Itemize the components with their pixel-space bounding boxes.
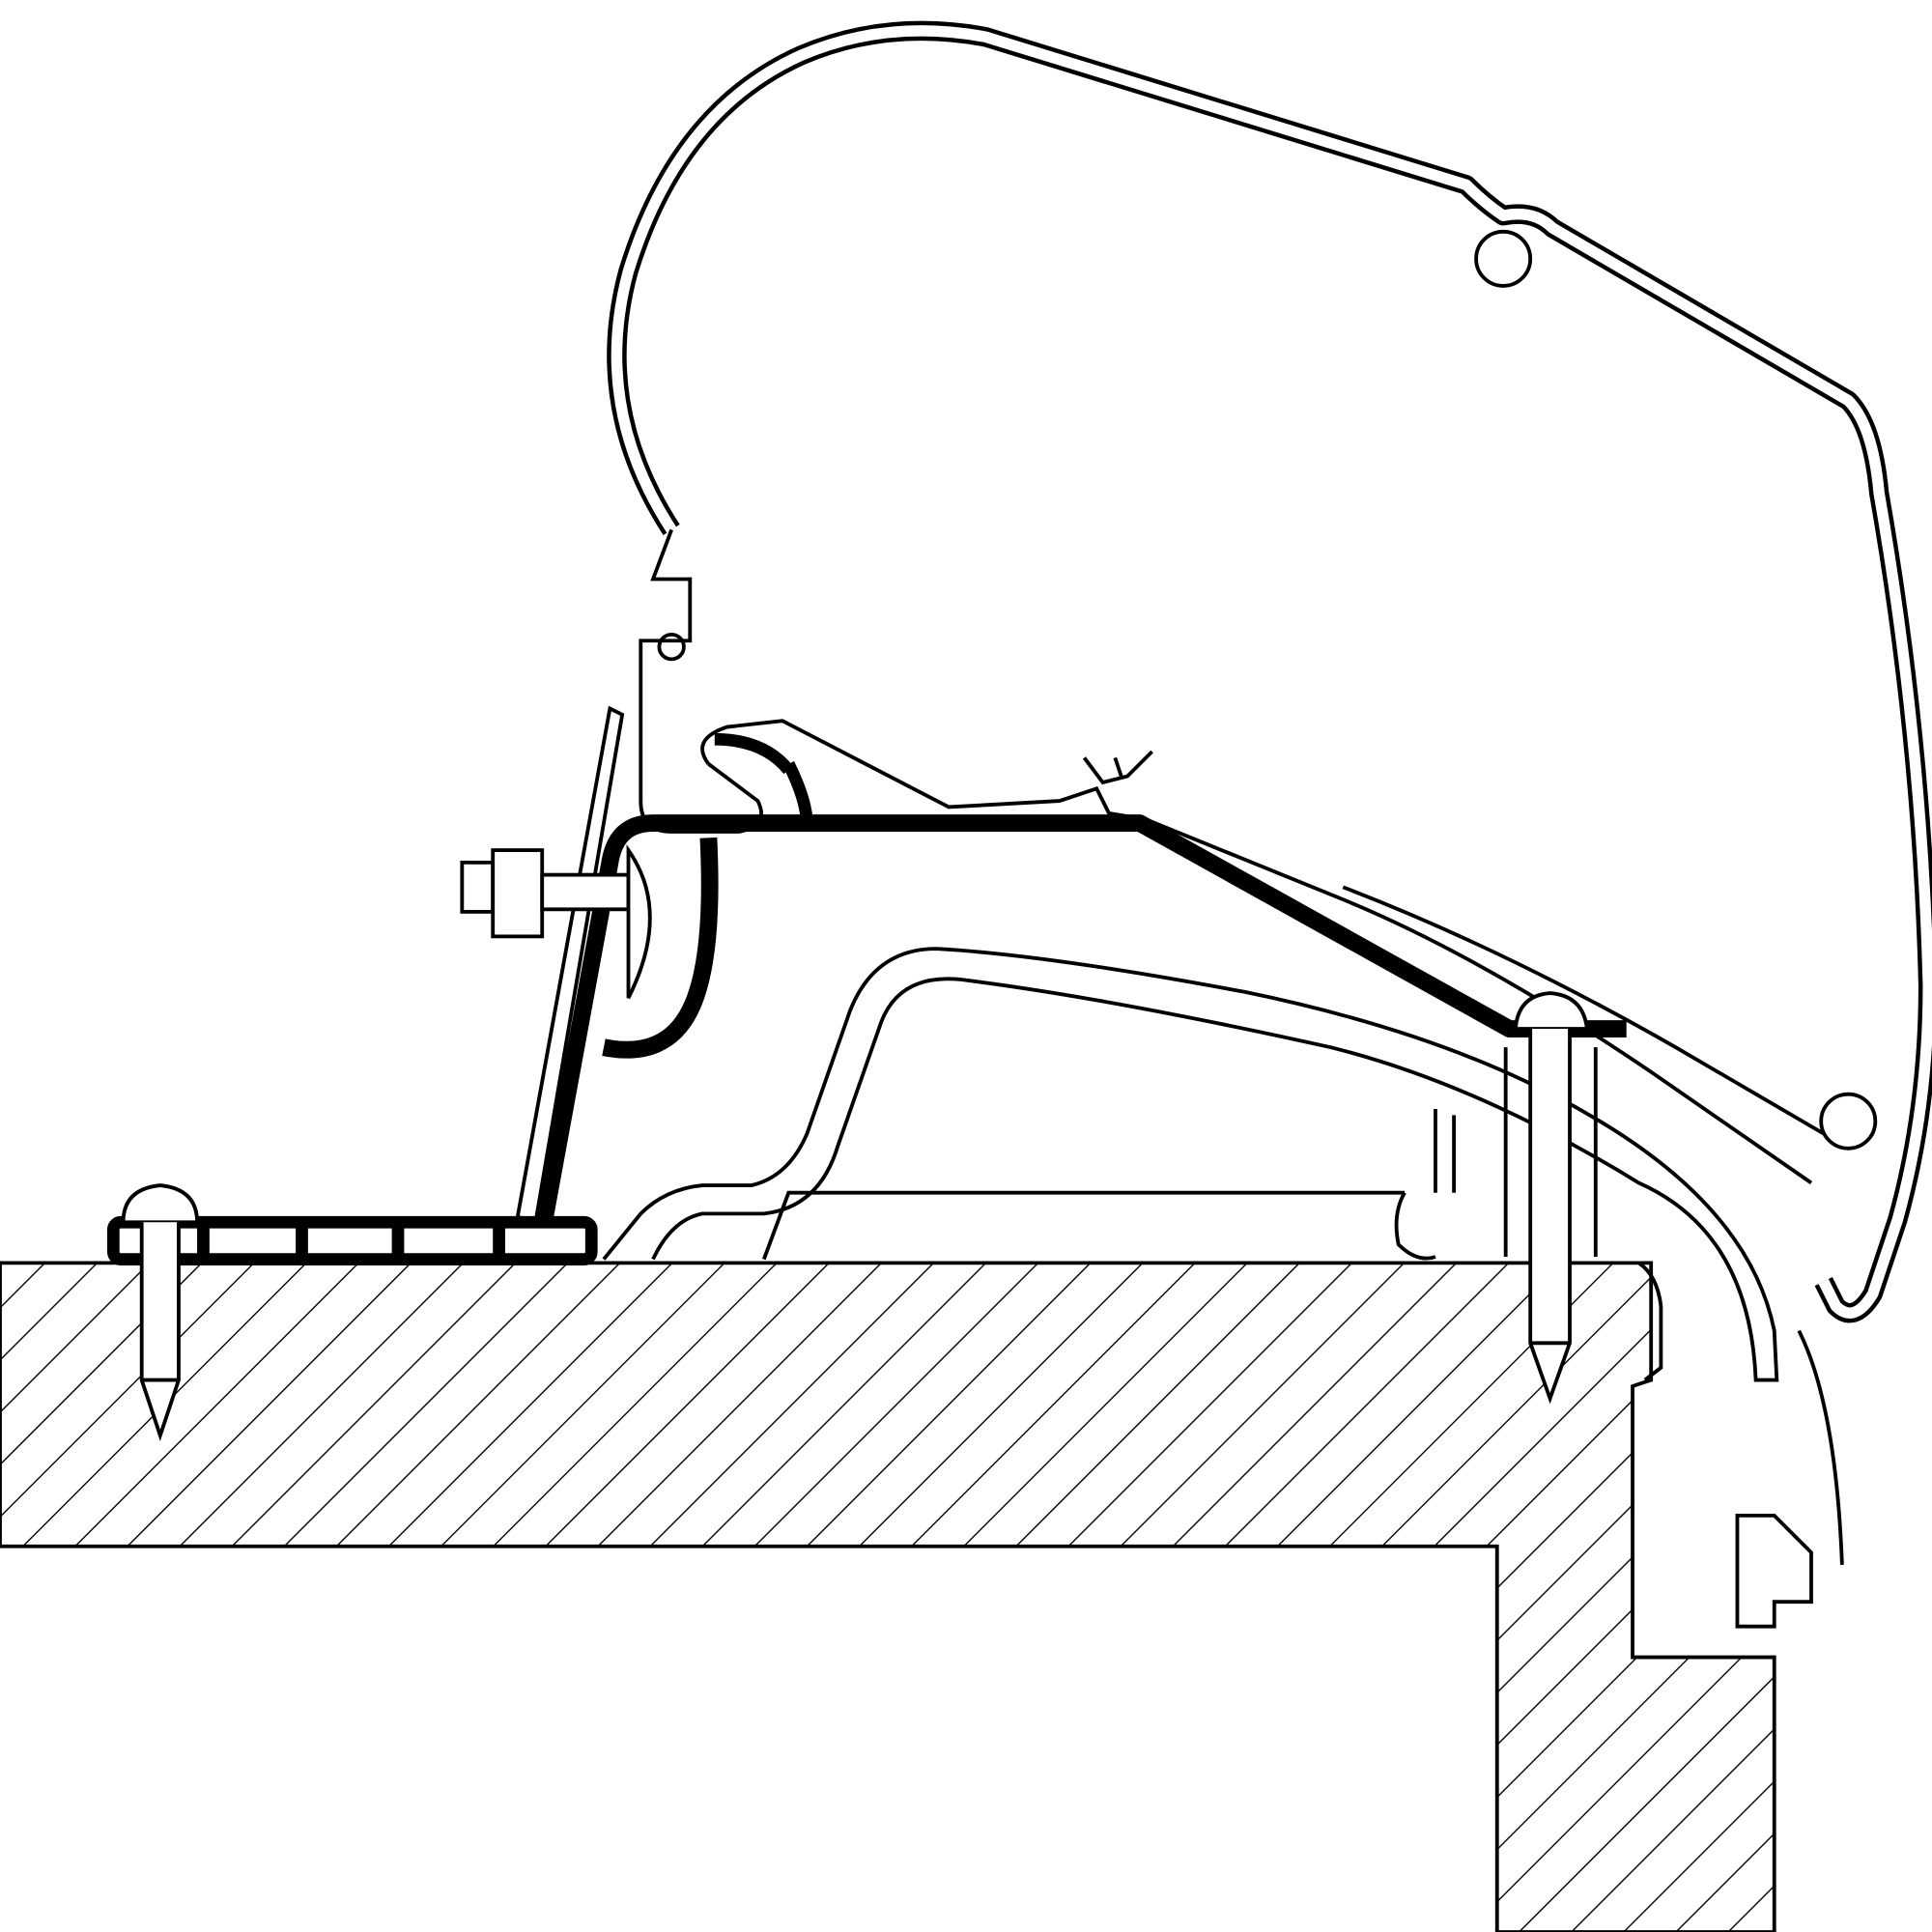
hex-bolt [460,844,652,1000]
wood-screw-right [1503,991,1598,1405]
roof-rail-profile [602,947,1779,1382]
roof-section [0,1261,1776,1932]
adapter-bracket [533,732,1627,1235]
casing-groove-top [1474,229,1533,288]
casing-groove-right [1819,1092,1878,1151]
wood-screw-left [121,1183,199,1442]
casing-groove-left [657,632,686,662]
base-plate [106,1215,598,1265]
mounting-plate [515,705,625,1222]
